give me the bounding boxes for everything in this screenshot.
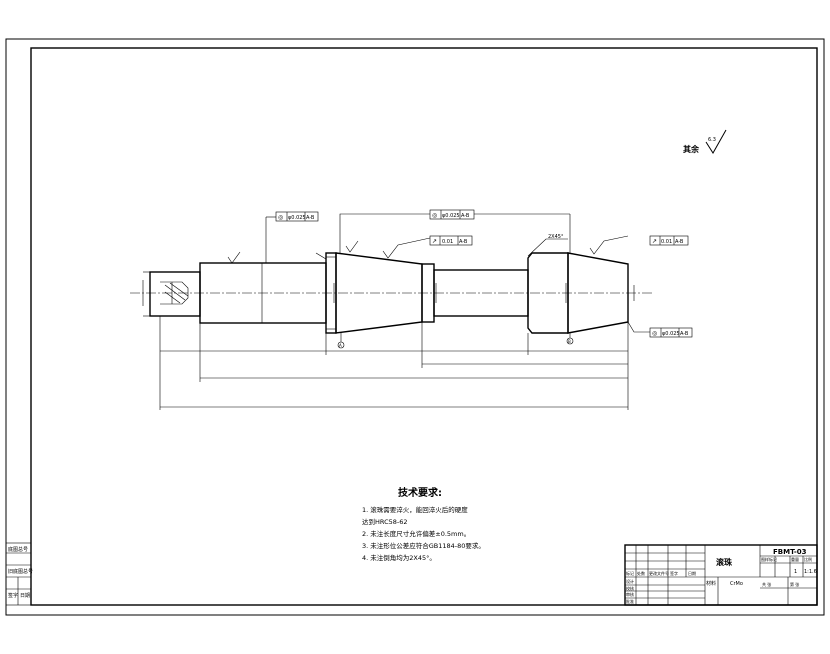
tb-drawing-no: FBMT-03 [773,548,807,556]
side-archive-strip: 底图总号 旧底图总号 签字 日期 [5,542,33,606]
tb-row-1: 设计 [626,578,634,584]
fcf-top-mid-value: φ0.025 [442,213,460,219]
side-label-1: 底图总号 [8,546,28,553]
datum-a-symbol: A [337,333,345,349]
title-block: 滚珠 FBMT-03 图样标记 重量 比例 1 1:1.6 材料 CrMo 共 … [624,544,818,606]
fcf-top-left: ◎ φ0.025 A-B [265,211,319,263]
fcf-right-bottom: ◎ φ0.025 A-B [627,321,693,338]
tb-head-1: 图样标记 [761,556,777,562]
tb-material: CrMo [730,581,743,587]
chamfer-leader: 2X45° [527,234,568,257]
tb-part-name: 滚珠 [716,557,733,567]
fcf-top-left-value: φ0.025 [288,215,306,221]
datum-b-symbol: B [566,333,574,345]
datum-b-label: B [568,339,571,344]
tb-row-3: 审核 [626,591,634,597]
roughness-note-label: 其余 [683,144,700,154]
roughness-note-value: 6.3 [708,137,716,143]
tb-change-2: 处数 [637,570,645,576]
side-label-3: 签字 [8,592,18,599]
tb-sheet-1: 共 张 [762,581,771,587]
tb-mat-label: 材料 [706,580,716,587]
fcf-top-left-symbol: ◎ [278,214,283,221]
roughness-note: 其余 6.3 [683,129,727,154]
tech-req-line-5: 4. 未注倒角均为2X45°。 [362,553,436,562]
tb-scale: 1:1.6 [804,569,817,575]
tb-change-1: 标记 [626,570,634,576]
roughness-marks [227,235,629,264]
fcf-runout-2-value: 0.01 [661,239,672,245]
fcf-runout-1-value: 0.01 [442,239,453,245]
tb-qty: 1 [794,569,797,575]
side-label-2: 旧底图总号 [8,568,33,575]
fcf-right-bottom-datum: A-B [680,331,689,337]
fcf-runout-1-symbol: ↗ [432,238,437,245]
tech-requirements: 技术要求: 1. 滚珠需要淬火，能回淬火后的硬度 达到HRC58-62 2. 未… [362,486,485,562]
tech-req-line-2: 达到HRC58-62 [362,517,408,526]
tb-row-2: 校核 [626,585,634,591]
fcf-top-mid-symbol: ◎ [432,212,437,219]
tb-change-5: 日期 [688,570,696,576]
tech-req-line-1: 1. 滚珠需要淬火，能回淬火后的硬度 [362,505,468,514]
tb-change-3: 更改文件号 [649,570,669,576]
tb-change-4: 签字 [670,570,678,576]
tech-req-title: 技术要求: [398,486,442,499]
fcf-runout-2-datum: A-B [675,239,684,245]
dimension-lines [143,271,629,410]
fcf-top-mid: ◎ φ0.025 A-B [339,209,571,253]
inner-border [30,47,818,606]
fcf-right-bottom-symbol: ◎ [652,330,657,337]
fcf-runout-2: ↗ 0.01 A-B [649,235,689,246]
fcf-runout-1-datum: A-B [459,239,468,245]
fcf-top-mid-datum: A-B [461,213,470,219]
datum-a-label: A [339,343,342,348]
fcf-runout-1: ↗ 0.01 A-B [429,235,473,246]
chamfer-label: 2X45° [548,234,564,240]
diameter-labels [142,263,635,323]
outer-border [5,38,825,616]
side-label-4: 日期 [20,593,30,599]
fcf-runout-2-symbol: ↗ [652,238,657,245]
tb-sheet-2: 第 张 [790,581,799,587]
tb-head-2: 重量 [791,556,799,562]
tech-req-line-3: 2. 未注长度尺寸允许偏差±0.5mm。 [362,529,470,538]
tb-row-4: 批准 [626,598,634,604]
tb-head-3: 比例 [804,556,812,562]
tech-req-line-4: 3. 未注形位公差应符合GB1184-80要求。 [362,541,485,550]
fcf-top-left-datum: A-B [306,215,315,221]
fcf-right-bottom-value: φ0.025 [662,331,680,337]
shaft-body [149,252,629,334]
